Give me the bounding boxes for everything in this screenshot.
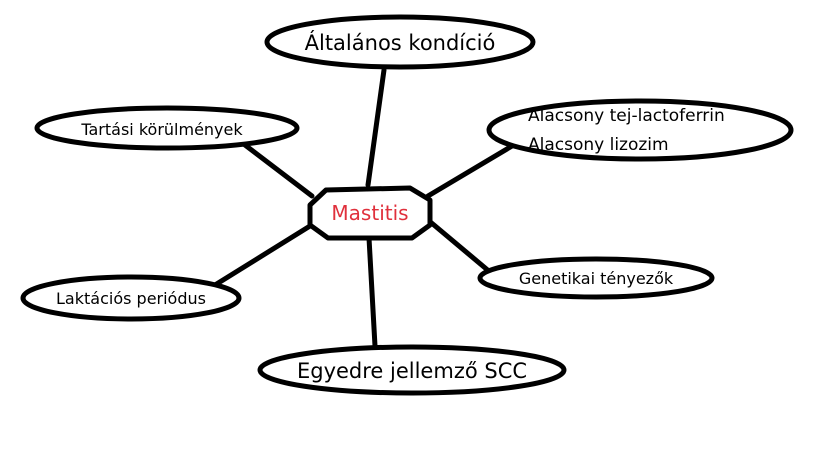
node-ellipse (20, 274, 242, 322)
connector-top (365, 67, 387, 188)
connector-upper-right (425, 143, 515, 199)
connector-bottom (366, 235, 378, 349)
connector-lower-left (212, 223, 313, 288)
center-hexagon (307, 185, 433, 241)
node-ellipse (477, 256, 715, 300)
node-ellipse (486, 98, 794, 162)
node-lactation-period: Laktációs periódus (20, 274, 242, 322)
node-label: Általános kondíció (305, 30, 496, 55)
node-general-condition: Általános kondíció (264, 14, 536, 70)
node-label: Egyedre jellemző SCC (297, 359, 527, 383)
connector-lower-right (425, 217, 493, 275)
center-label: Mastitis (331, 201, 408, 225)
node-label: Tartási körülmények (80, 120, 243, 139)
connector-lines (212, 67, 515, 349)
node-genetic-factors: Genetikai tényezők (477, 256, 715, 300)
node-lactoferrin-lysozyme: Alacsony tej-lactoferrin Alacsony lizozi… (486, 98, 794, 162)
node-ellipse (264, 14, 536, 70)
node-label-line2: Alacsony lizozim (528, 135, 669, 155)
node-ellipse (257, 344, 567, 396)
node-label: Laktációs periódus (56, 289, 206, 308)
connector-upper-left (242, 142, 315, 199)
center-node: Mastitis (307, 185, 433, 241)
node-ellipse (34, 105, 300, 151)
node-label-line1: Alacsony tej-lactoferrin (528, 106, 725, 126)
node-individual-scc: Egyedre jellemző SCC (257, 344, 567, 396)
node-label: Genetikai tényezők (519, 269, 674, 288)
node-housing-conditions: Tartási körülmények (34, 105, 300, 151)
